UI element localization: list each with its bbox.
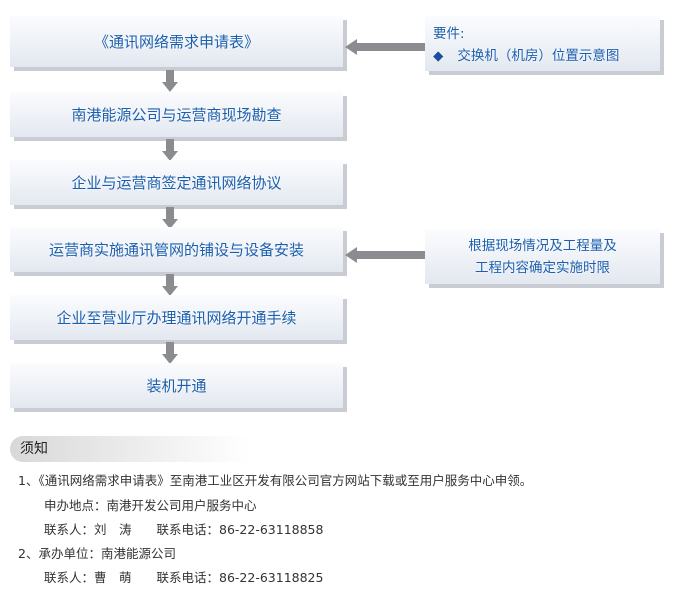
step-application-form: 《通讯网络需求申请表》	[10, 16, 343, 67]
arrow-left-icon	[345, 39, 425, 55]
notice-line: 申办地点：南港开发公司用户服务中心	[44, 498, 257, 513]
notice-line: 1、《通讯网络需求申请表》至南港工业区开发有限公司官方网站下载或至用户服务中心申…	[18, 473, 533, 488]
notice-heading: 须知	[10, 436, 250, 462]
side-requirements: 要件: ◆ 交换机（机房）位置示意图	[425, 16, 660, 71]
requirements-title: 要件:	[433, 26, 465, 42]
step-business-hall: 企业至营业厅办理通讯网络开通手续	[10, 295, 343, 340]
arrow-down-icon	[162, 342, 178, 364]
note-line: 根据现场情况及工程量及	[468, 237, 617, 254]
notice-line: 2、承办单位：南港能源公司	[18, 546, 176, 561]
notice-line: 联系人：刘 涛 联系电话：86-22-63118858	[44, 522, 324, 537]
step-activation: 装机开通	[10, 363, 343, 408]
side-timeline-note: 根据现场情况及工程量及 工程内容确定实施时限	[425, 229, 660, 284]
diamond-bullet-icon: ◆	[433, 48, 444, 64]
arrow-left-icon	[345, 247, 425, 263]
arrow-down-icon	[162, 274, 178, 296]
step-installation: 运营商实施通讯管网的铺设与设备安装	[10, 227, 343, 272]
notice-line: 联系人：曹 萌 联系电话：86-22-63118825	[44, 570, 324, 585]
requirement-item: 交换机（机房）位置示意图	[457, 48, 620, 64]
note-line: 工程内容确定实施时限	[475, 259, 610, 276]
arrow-down-icon	[162, 139, 178, 161]
arrow-down-icon	[162, 207, 178, 229]
arrow-down-icon	[162, 70, 178, 92]
step-site-survey: 南港能源公司与运营商现场勘查	[10, 92, 343, 137]
step-sign-agreement: 企业与运营商签定通讯网络协议	[10, 160, 343, 205]
